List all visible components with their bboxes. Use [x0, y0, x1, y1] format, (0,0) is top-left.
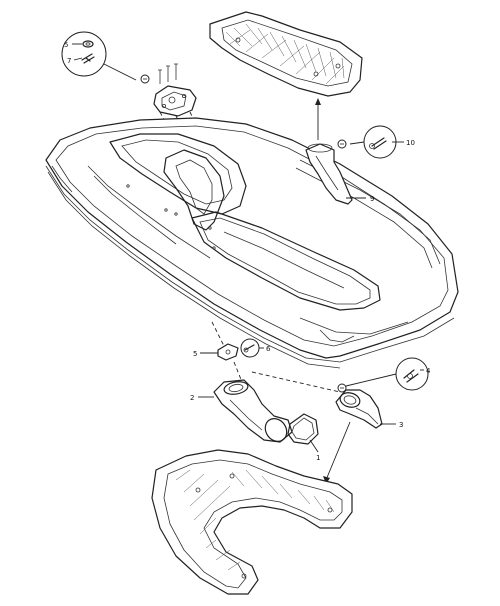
- callout-label-10: 10: [406, 139, 415, 147]
- hood-cover-part: [209, 11, 363, 97]
- callout-7: 7: [67, 57, 83, 65]
- callout-10: 10: [392, 139, 415, 147]
- ref-marker-3: [337, 383, 347, 393]
- detail-circle-upper-left: [61, 31, 107, 77]
- callout-label-5-lower: 5: [193, 350, 197, 358]
- callout-label-9: 9: [370, 195, 374, 203]
- callout-5-lower: 5: [193, 350, 218, 358]
- guide-line-right: [251, 371, 341, 393]
- detail-circle-10: [349, 125, 397, 159]
- callout-4: 4: [420, 367, 431, 375]
- callout-3: 3: [380, 421, 403, 429]
- o-ring-part: [287, 413, 319, 445]
- cover-arrow: [315, 98, 321, 140]
- callout-6: 6: [259, 345, 271, 353]
- lower-hull-part: [151, 449, 353, 595]
- callout-label-7: 7: [67, 57, 71, 65]
- callout-label-2: 2: [190, 394, 194, 402]
- detail-circle-4: [345, 357, 429, 391]
- callout-label-5-upper: 5: [64, 41, 68, 49]
- callout-5-upper: 5: [64, 41, 82, 49]
- callout-2: 2: [190, 394, 214, 402]
- callout-label-3: 3: [399, 421, 403, 429]
- air-duct-part: [305, 143, 353, 205]
- ref-marker-10: [337, 139, 347, 149]
- rear-air-duct-part: [335, 389, 383, 429]
- guide-line-left: [233, 361, 243, 383]
- callout-label-6: 6: [266, 345, 271, 353]
- callout-label-4: 4: [426, 367, 431, 375]
- steering-bracket-part: [153, 63, 207, 149]
- callout-label-1: 1: [316, 454, 320, 462]
- ref-marker-upper: [140, 74, 150, 84]
- detail-circle-6: [240, 338, 260, 358]
- left-air-duct-part: [213, 379, 293, 443]
- lower-clamp-part: [211, 321, 239, 361]
- callout-1: 1: [309, 439, 320, 462]
- callout-9: 9: [346, 195, 374, 203]
- hull-deck-part: [45, 117, 459, 369]
- bottom-arrow: [323, 421, 351, 484]
